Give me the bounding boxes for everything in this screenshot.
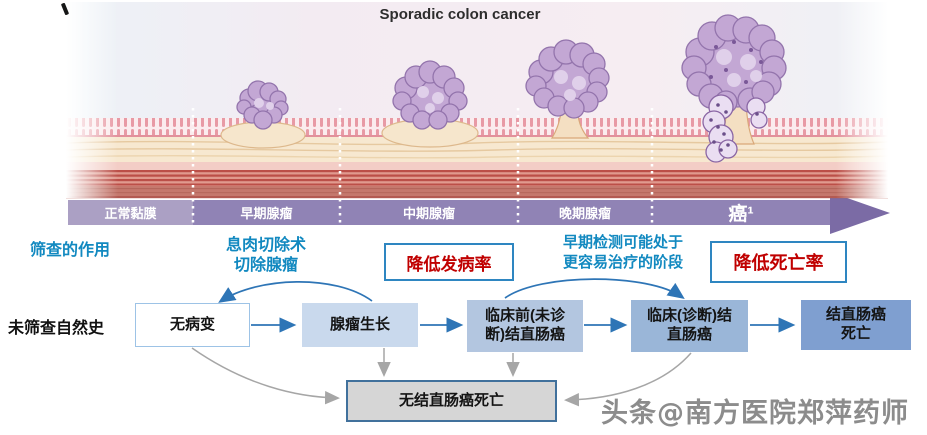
left-fade (66, 2, 118, 198)
stage-label: 中期腺瘤 (402, 206, 455, 221)
flow-row-label: 未筛查自然史 (8, 320, 105, 337)
stage-label: 正常黏膜 (104, 206, 157, 221)
stray-mark (60, 2, 70, 16)
watermark: 头条@南方医院郑萍药师 (601, 398, 909, 429)
flow-box-clinical-crc: 临床(诊断)结 直肠癌 (631, 300, 748, 352)
flow-box-no-lesion: 无病变 (135, 303, 250, 347)
early-detection-note: 早期检测可能处于 更容易治疗的阶段 (562, 234, 683, 271)
right-fade (836, 2, 888, 198)
timeline-segment-late-adenoma: 晚期腺瘤 (518, 200, 652, 225)
tissue-layers (66, 118, 888, 199)
illustration-title: Sporadic colon cancer (379, 6, 541, 23)
polyp-early-adenoma (236, 80, 289, 130)
colon-tissue-illustration (66, 2, 888, 230)
polypectomy-return-arrow (218, 281, 373, 303)
timeline-segment-normal-mucosa: 正常黏膜 (68, 200, 193, 225)
flow-box-preclinical-crc: 临床前(未诊 断)结直肠癌 (467, 300, 583, 352)
flow-box-crc-death: 结直肠癌 死亡 (801, 300, 911, 350)
screening-role-label: 筛查的作用 (30, 242, 111, 259)
timeline-segment-early-adenoma: 早期腺瘤 (193, 200, 340, 225)
timeline-segment-cancer: 癌¹ (652, 200, 830, 225)
flow-box-adenoma-growth: 腺瘤生长 (302, 303, 418, 347)
polypectomy-note: 息肉切除术 切除腺瘤 (225, 237, 306, 274)
illustration-background (66, 2, 888, 198)
stage-label: 晚期腺瘤 (558, 206, 611, 221)
reduce-mortality-badge: 降低死亡率 (710, 241, 847, 283)
polyp-middle-adenoma (392, 60, 468, 130)
stage-label: 癌¹ (728, 204, 754, 225)
timeline-arrowhead-icon (830, 192, 890, 234)
early-detection-arrow (504, 278, 685, 299)
stage-label: 早期腺瘤 (240, 206, 293, 221)
timeline-segment-middle-adenoma: 中期腺瘤 (340, 200, 518, 225)
cancer-cell-dots (709, 40, 763, 84)
reduce-incidence-badge: 降低发病率 (384, 243, 514, 281)
polyp-late-adenoma (525, 39, 610, 139)
mucosa-mounds (220, 118, 479, 149)
invading-cells (702, 94, 768, 163)
stage-timeline-bar: 正常黏膜 早期腺瘤 中期腺瘤 晚期腺瘤 癌¹ (68, 200, 830, 225)
polyp-cancer (681, 14, 787, 163)
flow-box-death-without-crc: 无结直肠癌死亡 (346, 380, 557, 422)
